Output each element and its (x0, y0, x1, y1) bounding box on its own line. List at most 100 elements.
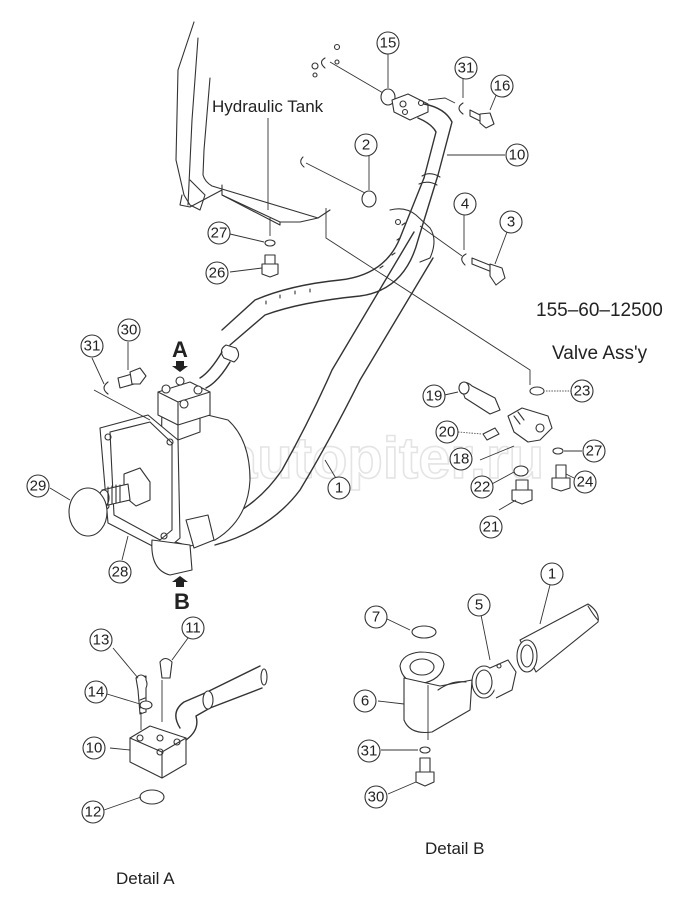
callout-20[interactable]: 20 (435, 420, 459, 444)
callout-11[interactable]: 11 (181, 616, 205, 640)
washer-31-top (458, 102, 464, 115)
svg-text:20: 20 (439, 424, 456, 441)
callout-29[interactable]: 29 (26, 474, 50, 498)
svg-text:31: 31 (361, 743, 378, 760)
valve-body-18 (507, 407, 553, 443)
svg-text:1: 1 (335, 480, 343, 497)
detail-a-label: Detail A (116, 869, 175, 888)
svg-text:3: 3 (507, 214, 515, 231)
hose-1-detail (516, 603, 599, 673)
callout-28[interactable]: 28 (108, 560, 132, 584)
callout-5[interactable]: 5 (467, 593, 491, 617)
callout-2[interactable]: 2 (354, 133, 378, 157)
view-arrow-b (172, 576, 188, 587)
plug-24 (551, 464, 571, 492)
callout-6[interactable]: 6 (353, 689, 377, 713)
callout-13[interactable]: 13 (89, 628, 113, 652)
svg-text:21: 21 (483, 519, 500, 536)
pump-body-28 (98, 403, 251, 553)
washer-4 (461, 253, 467, 266)
svg-text:29: 29 (30, 478, 47, 495)
hydraulic-tank-label: Hydraulic Tank (212, 97, 324, 116)
svg-text:10: 10 (509, 147, 526, 164)
callout-19[interactable]: 19 (422, 384, 446, 408)
callout-leaders (49, 53, 575, 811)
callout-30-detail[interactable]: 30 (364, 785, 388, 809)
washer-27-right (552, 447, 564, 455)
clamp-5 (471, 659, 517, 699)
svg-text:30: 30 (121, 322, 138, 339)
svg-text:31: 31 (84, 338, 101, 355)
flange-10-top (391, 93, 429, 121)
svg-text:7: 7 (372, 609, 380, 626)
svg-text:26: 26 (209, 265, 226, 282)
svg-text:18: 18 (453, 451, 470, 468)
view-arrow-a (172, 361, 188, 372)
svg-text:22: 22 (474, 479, 491, 496)
o-ring-7 (411, 625, 437, 639)
callout-22[interactable]: 22 (470, 475, 494, 499)
callout-10-top[interactable]: 10 (505, 143, 529, 167)
svg-text:1: 1 (548, 566, 556, 583)
callout-24[interactable]: 24 (573, 470, 597, 494)
plug-21 (511, 479, 533, 505)
callout-31-mid[interactable]: 31 (80, 334, 104, 358)
svg-text:19: 19 (426, 388, 443, 405)
svg-text:30: 30 (368, 789, 385, 806)
bolt-16 (469, 109, 495, 129)
part-number: 155–60–12500 (536, 300, 663, 321)
washer-31-detail (419, 746, 431, 754)
o-ring-12 (139, 789, 165, 805)
washer-31-mid (103, 381, 109, 395)
leader-2-line (305, 162, 366, 194)
callout-15[interactable]: 15 (376, 31, 400, 55)
detail-b-label: Detail B (425, 839, 485, 858)
callout-23[interactable]: 23 (570, 379, 594, 403)
callout-21[interactable]: 21 (479, 515, 503, 539)
callout-10-detail[interactable]: 10 (82, 736, 106, 760)
assembly-name: Valve Ass'y (552, 343, 648, 364)
bolt-30-mid (117, 367, 147, 389)
svg-text:5: 5 (475, 597, 483, 614)
callout-12[interactable]: 12 (81, 800, 105, 824)
callout-27-right[interactable]: 27 (582, 439, 606, 463)
o-ring-2 (361, 190, 377, 208)
svg-text:14: 14 (88, 684, 105, 701)
callout-27-left[interactable]: 27 (207, 221, 231, 245)
svg-text:28: 28 (112, 564, 129, 581)
fitting-19 (458, 381, 501, 415)
callout-26[interactable]: 26 (205, 261, 229, 285)
callout-31-top[interactable]: 31 (454, 56, 478, 80)
pump-outlet-fitting (151, 514, 215, 576)
pipe-10-edge-b (417, 117, 437, 179)
main-hose-1 (199, 173, 441, 389)
svg-text:13: 13 (93, 632, 110, 649)
callout-1-detail[interactable]: 1 (540, 562, 564, 586)
svg-text:16: 16 (494, 78, 511, 95)
tank-port-holes (300, 43, 341, 168)
callout-4[interactable]: 4 (453, 192, 477, 216)
svg-text:23: 23 (574, 383, 591, 400)
valve-block (157, 376, 211, 441)
callout-31-detail[interactable]: 31 (357, 739, 381, 763)
callout-7[interactable]: 7 (364, 605, 388, 629)
flange-10-detail (129, 725, 187, 779)
callout-14[interactable]: 14 (84, 680, 108, 704)
callout-16[interactable]: 16 (490, 74, 514, 98)
washer-27 (264, 239, 276, 247)
pin-20 (482, 427, 500, 441)
callout-30-mid[interactable]: 30 (117, 318, 141, 342)
callout-1-main[interactable]: 1 (327, 476, 351, 500)
plug-26 (261, 254, 279, 278)
callout-18[interactable]: 18 (449, 447, 473, 471)
washer-22 (513, 465, 529, 477)
hydraulic-tank (175, 21, 331, 226)
elbow-6 (403, 677, 473, 734)
view-a-label: A (172, 337, 188, 362)
svg-text:6: 6 (361, 693, 369, 710)
washer-14 (139, 700, 153, 710)
svg-text:10: 10 (86, 740, 103, 757)
pipe-10-edge-a (423, 103, 453, 176)
callout-3[interactable]: 3 (499, 210, 523, 234)
